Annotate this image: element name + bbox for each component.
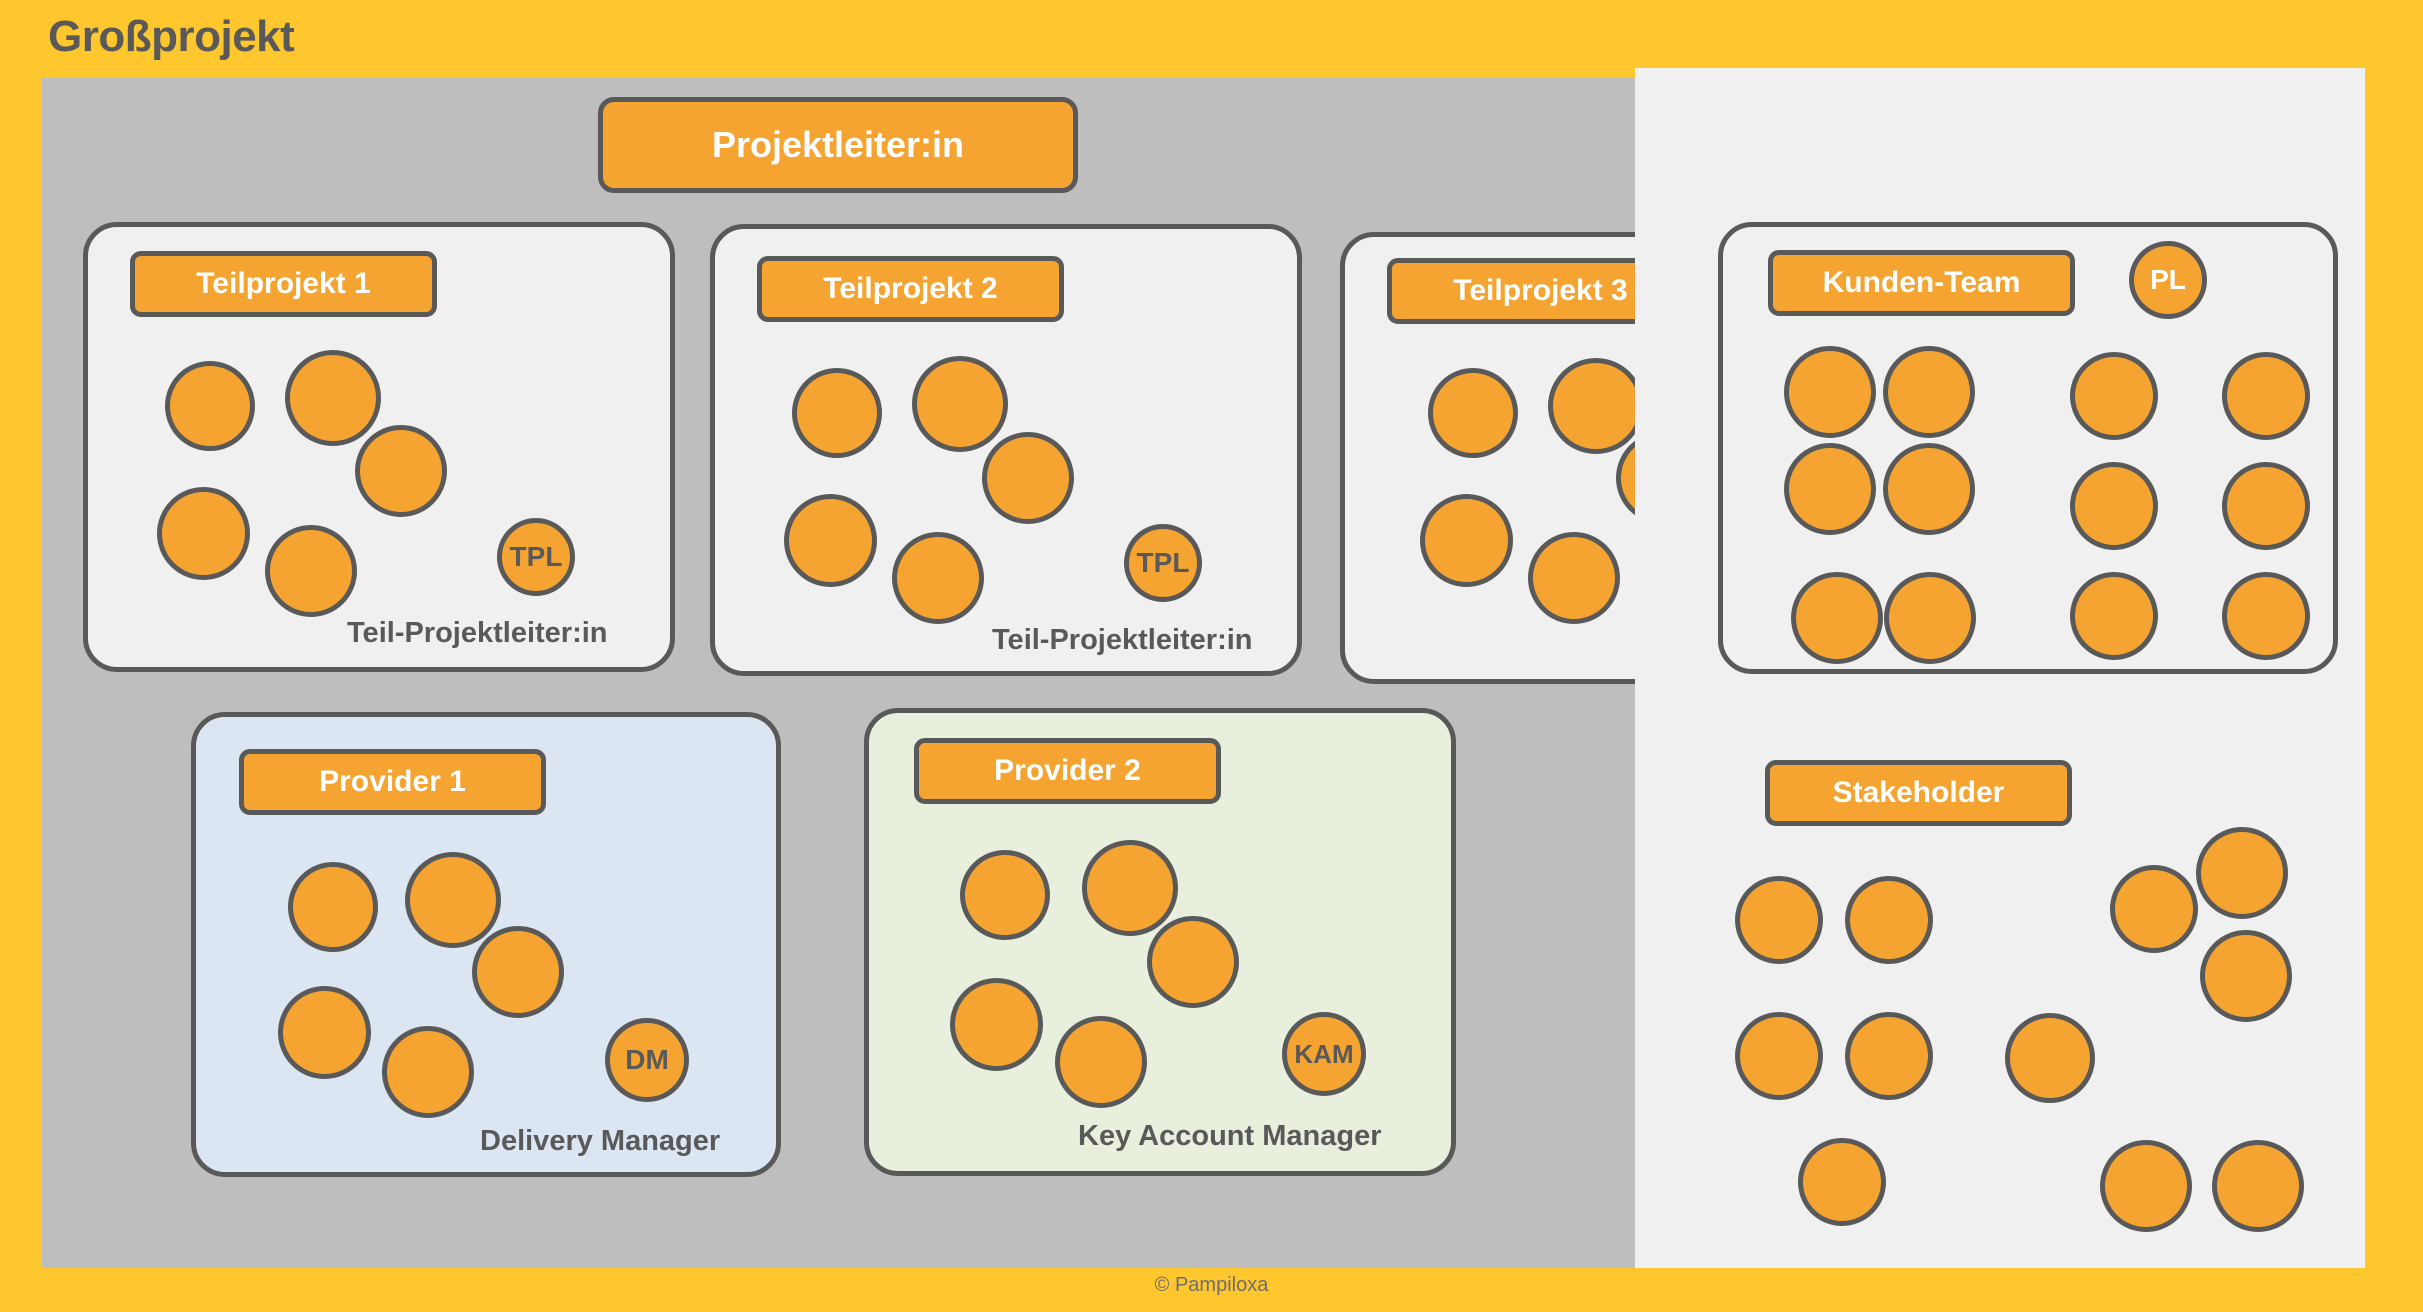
badge-tpl-teilprojekt1[interactable]: TPL xyxy=(497,518,575,596)
badge-dm-provider1[interactable]: DM xyxy=(605,1018,689,1102)
person-circle xyxy=(1883,443,1975,535)
person-circle xyxy=(1420,494,1513,587)
chip-provider2[interactable]: Provider 2 xyxy=(914,738,1221,804)
person-circle xyxy=(960,850,1050,940)
person-circle xyxy=(1784,443,1876,535)
person-circle xyxy=(2200,930,2292,1022)
role-caption-teilprojekt1: Teil-Projektleiter:in xyxy=(347,617,608,649)
person-circle xyxy=(2222,352,2310,440)
person-circle xyxy=(1884,572,1976,664)
person-circle xyxy=(405,852,501,948)
chip-stakeholder[interactable]: Stakeholder xyxy=(1765,760,2072,826)
person-circle xyxy=(1798,1138,1886,1226)
person-circle xyxy=(912,356,1008,452)
person-circle xyxy=(2070,572,2158,660)
person-circle xyxy=(2070,462,2158,550)
page-title: Großprojekt xyxy=(48,12,295,61)
person-circle xyxy=(1055,1016,1147,1108)
role-caption-teilprojekt2: Teil-Projektleiter:in xyxy=(992,624,1253,656)
person-circle xyxy=(1791,572,1883,664)
person-circle xyxy=(1883,346,1975,438)
person-circle xyxy=(2070,352,2158,440)
chip-provider1[interactable]: Provider 1 xyxy=(239,749,546,815)
person-circle xyxy=(2222,462,2310,550)
person-circle xyxy=(892,532,984,624)
person-circle xyxy=(1845,876,1933,964)
person-circle xyxy=(1528,532,1620,624)
person-circle xyxy=(2212,1140,2304,1232)
chip-projektleiter[interactable]: Projektleiter:in xyxy=(598,97,1078,193)
chip-teilprojekt1[interactable]: Teilprojekt 1 xyxy=(130,251,437,317)
person-circle xyxy=(1147,916,1239,1008)
person-circle xyxy=(288,862,378,952)
person-circle xyxy=(1845,1012,1933,1100)
badge-tpl-teilprojekt2[interactable]: TPL xyxy=(1124,524,1202,602)
person-circle xyxy=(2005,1013,2095,1103)
person-circle xyxy=(1735,1012,1823,1100)
person-circle xyxy=(1082,840,1178,936)
chip-kundenteam[interactable]: Kunden-Team xyxy=(1768,250,2075,316)
role-caption-provider1: Delivery Manager xyxy=(480,1125,721,1157)
badge-kam-provider2[interactable]: KAM xyxy=(1282,1012,1366,1096)
person-circle xyxy=(2222,572,2310,660)
chip-teilprojekt2[interactable]: Teilprojekt 2 xyxy=(757,256,1064,322)
person-circle xyxy=(784,494,877,587)
person-circle xyxy=(2100,1140,2192,1232)
person-circle xyxy=(950,978,1043,1071)
person-circle xyxy=(265,525,357,617)
person-circle xyxy=(1548,358,1644,454)
person-circle xyxy=(165,361,255,451)
person-circle xyxy=(285,350,381,446)
person-circle xyxy=(382,1026,474,1118)
person-circle xyxy=(1735,876,1823,964)
person-circle xyxy=(1428,368,1518,458)
badge-pl-kundenteam[interactable]: PL xyxy=(2129,241,2207,319)
person-circle xyxy=(792,368,882,458)
person-circle xyxy=(472,926,564,1018)
person-circle xyxy=(2196,827,2288,919)
person-circle xyxy=(355,425,447,517)
role-caption-provider2: Key Account Manager xyxy=(1078,1120,1382,1152)
person-circle xyxy=(982,432,1074,524)
person-circle xyxy=(157,487,250,580)
person-circle xyxy=(278,986,371,1079)
footer-credit: © Pampiloxa xyxy=(1154,1274,1269,1296)
person-circle xyxy=(2110,865,2198,953)
person-circle xyxy=(1784,346,1876,438)
